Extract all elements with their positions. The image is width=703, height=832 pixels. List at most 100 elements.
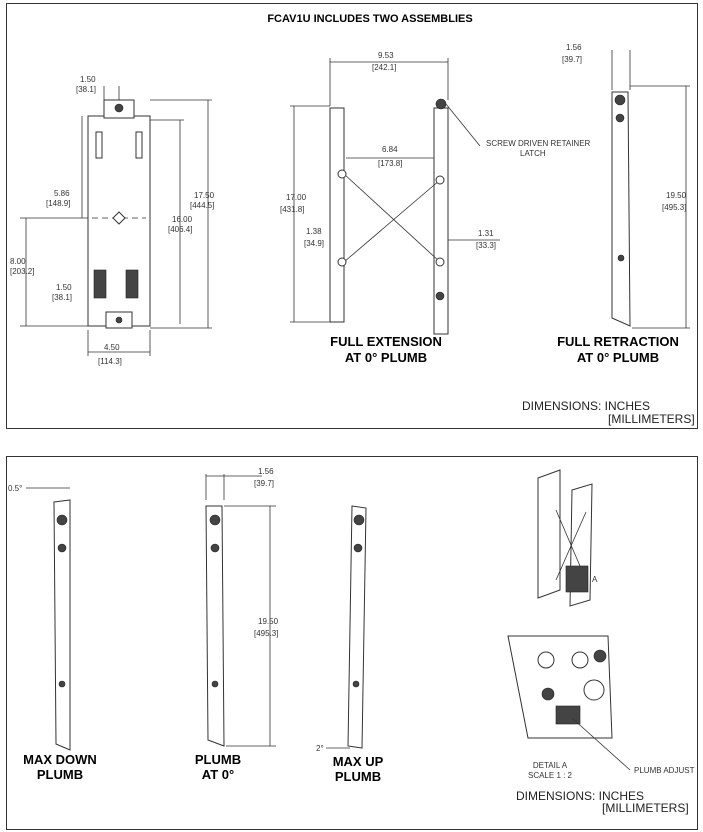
drawing-title: FCAV1U INCLUDES TWO ASSEMBLIES bbox=[267, 13, 472, 25]
max-down-angle: 0.5° bbox=[8, 484, 22, 493]
detail-a-view: PLUMB ADJUST DETAIL A SCALE 1 : 2 bbox=[507, 635, 695, 780]
full-retraction-view: 1.56 [39.7] 19.50 [495.3] FULL RETRACTIO… bbox=[557, 43, 690, 365]
dim-ret-depth-in: 1.56 bbox=[566, 43, 582, 52]
callout-leader bbox=[445, 103, 481, 147]
full-retraction-label-2: AT 0° PLUMB bbox=[577, 350, 659, 365]
front-top-bolt bbox=[114, 103, 124, 113]
plumb-bolt bbox=[210, 543, 220, 553]
dim-plumb-depth-in: 1.56 bbox=[258, 467, 274, 476]
dim-ext-left-mm: [34.9] bbox=[304, 239, 324, 248]
dim-ext-right-in: 1.31 bbox=[478, 229, 494, 238]
retraction-bolt bbox=[614, 94, 626, 106]
dimensions-note-top-1: DIMENSIONS: INCHES bbox=[522, 399, 650, 413]
dim-lower-mm: [203.2] bbox=[10, 267, 34, 276]
dim-ext-left-in: 1.38 bbox=[306, 227, 322, 236]
retraction-bolt bbox=[617, 254, 625, 262]
detail-label-2: SCALE 1 : 2 bbox=[528, 771, 573, 780]
max-up-label-2: PLUMB bbox=[335, 769, 381, 784]
dim-ext-width-mm: [242.1] bbox=[372, 63, 396, 72]
dim-plumb-height-mm: [495.3] bbox=[254, 629, 278, 638]
ext-pivot bbox=[435, 257, 445, 267]
dim-ext-height-in: 17.00 bbox=[286, 193, 307, 202]
dim-upper-in: 5.86 bbox=[54, 189, 70, 198]
detail-bolt bbox=[583, 679, 605, 701]
dim-ext-inner-in: 6.84 bbox=[382, 145, 398, 154]
plumb-bolt bbox=[211, 680, 219, 688]
front-clamp-left bbox=[93, 269, 107, 299]
isometric-view: A bbox=[537, 469, 598, 607]
max-down-label-1: MAX DOWN bbox=[23, 752, 97, 767]
dim-ext-right-mm: [33.3] bbox=[476, 241, 496, 250]
ext-arm-a bbox=[343, 173, 441, 263]
dim-overall-mm: [444.5] bbox=[190, 201, 214, 210]
max-down-bolt bbox=[57, 543, 67, 553]
max-up-profile bbox=[347, 505, 367, 749]
front-center-marker bbox=[112, 211, 126, 225]
max-up-bolt bbox=[353, 514, 365, 526]
ext-wall-plate bbox=[329, 107, 345, 323]
dim-mid-mm: [406.4] bbox=[168, 225, 192, 234]
max-up-label-1: MAX UP bbox=[333, 754, 384, 769]
detail-callout: PLUMB ADJUST bbox=[634, 766, 695, 775]
dim-width-in: 4.50 bbox=[104, 343, 120, 352]
callout-latch-1: SCREW DRIVEN RETAINER bbox=[486, 139, 591, 148]
max-down-profile bbox=[53, 499, 71, 751]
front-bottom-bolt bbox=[115, 316, 123, 324]
detail-leader bbox=[571, 717, 631, 771]
dim-ret-height-mm: [495.3] bbox=[662, 203, 686, 212]
retraction-bolt bbox=[615, 113, 625, 123]
iso-wall-plate bbox=[537, 469, 561, 599]
plumb-profile bbox=[205, 505, 225, 747]
max-down-view: 0.5° MAX DOWN PLUMB bbox=[8, 484, 97, 782]
dim-bottom-offset-in: 1.50 bbox=[56, 283, 72, 292]
detail-label-1: DETAIL A bbox=[533, 761, 568, 770]
dim-lower-in: 8.00 bbox=[10, 257, 26, 266]
dim-ext-inner-mm: [173.8] bbox=[378, 159, 402, 168]
detail-bolt bbox=[593, 649, 607, 663]
detail-bolt bbox=[541, 687, 555, 701]
max-up-bolt bbox=[352, 680, 360, 688]
ext-pivot bbox=[337, 257, 347, 267]
detail-plumb-adjust bbox=[555, 705, 581, 725]
max-up-angle: 2° bbox=[316, 744, 324, 753]
max-up-bolt bbox=[353, 543, 363, 553]
dim-plumb-depth-mm: [39.7] bbox=[254, 479, 274, 488]
max-down-bolt bbox=[58, 680, 66, 688]
max-down-label-2: PLUMB bbox=[37, 767, 83, 782]
detail-bolt bbox=[537, 651, 555, 669]
dimensions-note-top-2: [MILLIMETERS] bbox=[608, 412, 695, 426]
full-retraction-label-1: FULL RETRACTION bbox=[557, 334, 679, 349]
plumb-label-1: PLUMB bbox=[195, 752, 241, 767]
dim-plumb-height-in: 19.50 bbox=[258, 617, 279, 626]
plumb-view: 1.56 [39.7] 19.50 [495.3] PLUMB AT 0° bbox=[195, 467, 279, 782]
ext-pivot bbox=[337, 169, 347, 179]
dimensions-note-bottom-1: DIMENSIONS: INCHES bbox=[516, 789, 644, 803]
plumb-label-2: AT 0° bbox=[202, 767, 234, 782]
ext-pivot bbox=[435, 175, 445, 185]
iso-arm-b bbox=[555, 511, 587, 581]
dim-top-offset-in: 1.50 bbox=[80, 75, 96, 84]
front-clamp-right bbox=[125, 269, 139, 299]
dim-top-offset-mm: [38.1] bbox=[76, 85, 96, 94]
retraction-profile bbox=[611, 91, 631, 327]
front-slot-right bbox=[135, 131, 143, 159]
dimensions-note-bottom-2: [MILLIMETERS] bbox=[602, 801, 689, 815]
iso-clamp bbox=[565, 565, 589, 593]
front-slot-left bbox=[95, 131, 103, 159]
max-up-view: 2° MAX UP PLUMB bbox=[316, 505, 384, 784]
dim-upper-mm: [148.9] bbox=[46, 199, 70, 208]
full-extension-label-1: FULL EXTENSION bbox=[330, 334, 442, 349]
front-view: 1.50 [38.1] 5.86 [148.9] 8.00 [203.2] 1.… bbox=[10, 75, 215, 366]
dim-ret-depth-mm: [39.7] bbox=[562, 55, 582, 64]
dim-overall-in: 17.50 bbox=[194, 191, 215, 200]
full-extension-view: 9.53 [242.1] 6.84 [173.8] 17.00 [431.8] … bbox=[280, 51, 591, 365]
detail-bolt bbox=[571, 651, 589, 669]
ext-top-latch bbox=[435, 98, 447, 110]
dim-bottom-offset-mm: [38.1] bbox=[52, 293, 72, 302]
ext-pivot bbox=[435, 291, 445, 301]
dim-width-mm: [114.3] bbox=[98, 357, 122, 366]
callout-latch-2: LATCH bbox=[520, 149, 546, 158]
dim-ret-height-in: 19.50 bbox=[666, 191, 687, 200]
full-extension-label-2: AT 0° PLUMB bbox=[345, 350, 427, 365]
